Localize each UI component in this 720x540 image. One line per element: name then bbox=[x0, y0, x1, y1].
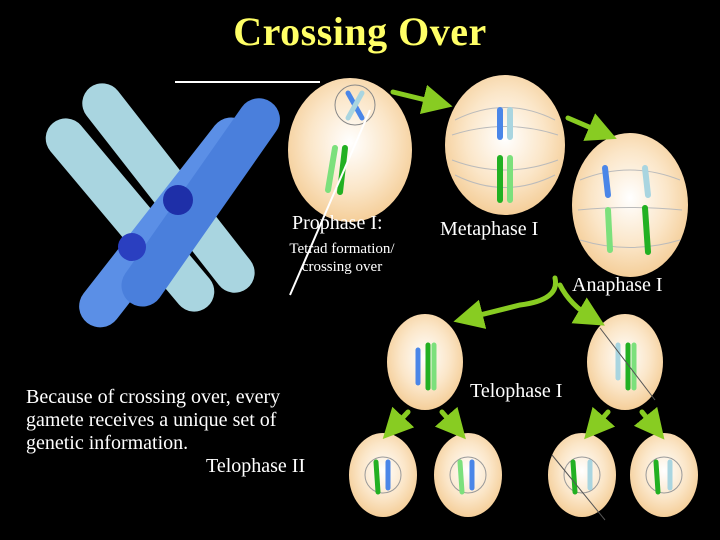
label-telophase: Telophase I bbox=[470, 380, 563, 402]
cell-anaphase bbox=[572, 133, 688, 277]
crossing-chromosomes bbox=[45, 83, 280, 328]
arrow-to-gamete-1 bbox=[382, 406, 415, 439]
label-metaphase: Metaphase I bbox=[440, 218, 539, 240]
label-prophase-sub-1: Tetrad formation/ bbox=[289, 241, 395, 257]
slide-title: Crossing Over bbox=[233, 9, 487, 54]
arrow-metaphase-to-anaphase bbox=[565, 113, 617, 141]
gamete-2 bbox=[434, 433, 502, 517]
gamete-4 bbox=[630, 433, 698, 517]
arrow-anaphase-to-telophase-right bbox=[557, 282, 605, 326]
arrow-to-gamete-4 bbox=[633, 406, 665, 440]
label-prophase-sub: Tetrad formation/ crossing over bbox=[282, 240, 402, 276]
dark-chromatid-b bbox=[121, 98, 280, 307]
label-telophase-ii: Telophase II bbox=[206, 455, 306, 477]
label-prophase: Prophase I: bbox=[292, 212, 383, 234]
gamete-3 bbox=[548, 433, 616, 521]
arrow-to-gamete-3 bbox=[584, 406, 616, 440]
explanation-text: Because of crossing over, every gamete r… bbox=[26, 386, 346, 478]
arrow-prophase-to-metaphase bbox=[390, 84, 453, 115]
explanation-line-3: genetic information. bbox=[26, 432, 189, 454]
cell-telophase-left bbox=[387, 314, 463, 410]
label-prophase-sub-2: crossing over bbox=[301, 259, 383, 275]
centromere-light bbox=[118, 233, 146, 261]
centromere-dark bbox=[163, 185, 193, 215]
label-anaphase: Anaphase I bbox=[572, 274, 663, 296]
cell-prophase bbox=[175, 78, 412, 296]
gamete-1 bbox=[349, 433, 417, 517]
arrow-anaphase-to-telophase-left bbox=[453, 275, 559, 329]
arrow-to-gamete-2 bbox=[434, 406, 466, 440]
stage-arrows bbox=[382, 84, 665, 440]
explanation-line-2: gamete receives a unique set of bbox=[26, 409, 277, 431]
cell-metaphase bbox=[445, 75, 565, 215]
cell-telophase-right bbox=[587, 314, 663, 410]
explanation-line-1: Because of crossing over, every bbox=[26, 386, 281, 408]
